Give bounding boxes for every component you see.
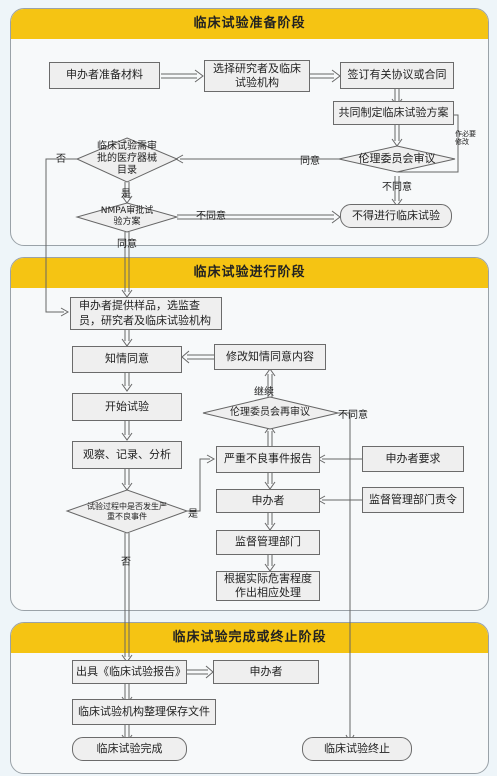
rereview-diamond	[202, 396, 339, 430]
issue-report-box: 出具《临床试验报告》	[72, 660, 187, 684]
nmpa-diamond	[75, 202, 179, 233]
ethics-review-diamond	[338, 145, 456, 173]
make-plan-box: 共同制定临床试验方案	[333, 101, 454, 125]
complete-box: 临床试验完成	[72, 737, 187, 761]
sign-agreement-box: 签订有关协议或合同	[340, 62, 454, 89]
archive-box: 临床试验机构整理保存文件	[72, 699, 216, 725]
select-investigator-box: 选择研究者及临床试验机构	[204, 60, 310, 92]
handle-by-harm-box: 根据实际危害程度作出相应处理	[216, 571, 320, 601]
regulator-order-box: 监督管理部门责令	[362, 487, 464, 513]
sae-diamond	[65, 489, 189, 534]
phase1-disagree-label: 不同意	[382, 182, 412, 193]
phase2-title: 临床试验进行阶段	[11, 258, 488, 288]
sae-question-text: 试验过程中是否发生严重不良事件	[87, 502, 167, 521]
device-approval-yes-label: 是	[121, 189, 131, 200]
nmpa-approval-text: NMPA审批试验方案	[100, 206, 154, 227]
nmpa-agree-label: 同意	[117, 239, 137, 250]
device-approval-no-label: 否	[56, 154, 66, 165]
provide-samples-box: 申办者提供样品，选监查员，研究者及临床试验机构	[70, 297, 222, 330]
continue-label: 继续	[254, 387, 274, 398]
sae-no-label: 否	[121, 557, 131, 568]
phase1-title: 临床试验准备阶段	[11, 9, 488, 39]
sponsor-request-box: 申办者要求	[362, 446, 464, 472]
phase3-title: 临床试验完成或终止阶段	[11, 623, 488, 653]
modify-consent-box: 修改知情同意内容	[214, 344, 326, 370]
revise-note-label: 作必要修改	[455, 130, 476, 147]
report-sae-box: 严重不良事件报告	[216, 446, 320, 473]
ethics-rereview-text: 伦理委员会再审议	[230, 407, 310, 418]
phase3-sponsor-box: 申办者	[213, 660, 319, 684]
device-approval-diamond	[75, 137, 179, 183]
phase2-sponsor-box: 申办者	[216, 489, 320, 513]
cannot-proceed-box: 不得进行临床试验	[340, 204, 452, 228]
observe-box: 观察、记录、分析	[72, 441, 182, 469]
regulator-box: 监督管理部门	[216, 530, 320, 555]
terminate-box: 临床试验终止	[302, 737, 412, 761]
ethics-review-text: 伦理委员会审议	[358, 152, 436, 166]
informed-consent-box: 知情同意	[72, 346, 182, 373]
start-trial-box: 开始试验	[72, 393, 182, 421]
nmpa-disagree-label: 不同意	[196, 211, 226, 222]
device-approval-text: 临床试验需审批的医疗器械目录	[97, 141, 157, 176]
phase1-panel: 临床试验准备阶段	[10, 8, 489, 246]
phase1-agree-label: 同意	[300, 156, 320, 167]
sponsor-prepare-box: 申办者准备材料	[49, 62, 160, 89]
sae-yes-label: 是	[188, 509, 198, 520]
rereview-disagree-label: 不同意	[338, 410, 368, 421]
